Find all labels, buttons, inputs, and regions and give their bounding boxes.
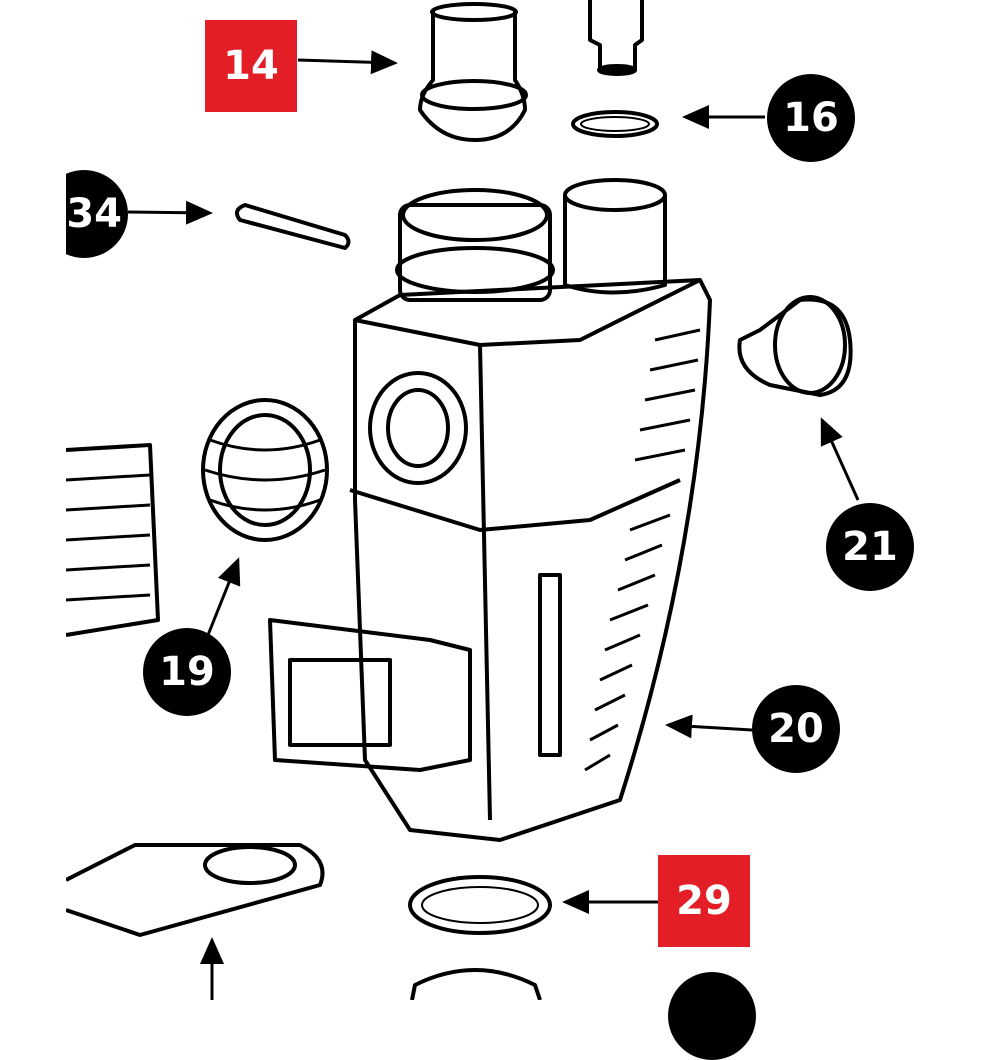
part-14-nozzle [418,2,528,142]
part-29-o-ring [408,875,552,935]
leader-arrows [127,50,860,1000]
part-bottom-fitting [410,968,542,1000]
callout-16: 16 [767,74,855,162]
callout-29: 29 [658,855,750,947]
callout-20: 20 [752,685,840,773]
part-bottom-plate [65,843,325,937]
part-left-cut-housing [65,443,160,637]
callout-21: 21 [826,503,914,591]
part-34-pin [234,203,351,250]
part-19-coil [201,398,329,542]
exploded-parts-drawing [65,0,860,1000]
part-16-o-ring [571,110,659,138]
callout-bottom [668,972,756,1060]
callout-14: 14 [205,20,297,112]
left-margin [0,0,66,1000]
part-21-cap [737,295,853,397]
callout-19: 19 [143,628,231,716]
part-20-housing [268,178,712,842]
part-small-fitting [588,0,644,76]
